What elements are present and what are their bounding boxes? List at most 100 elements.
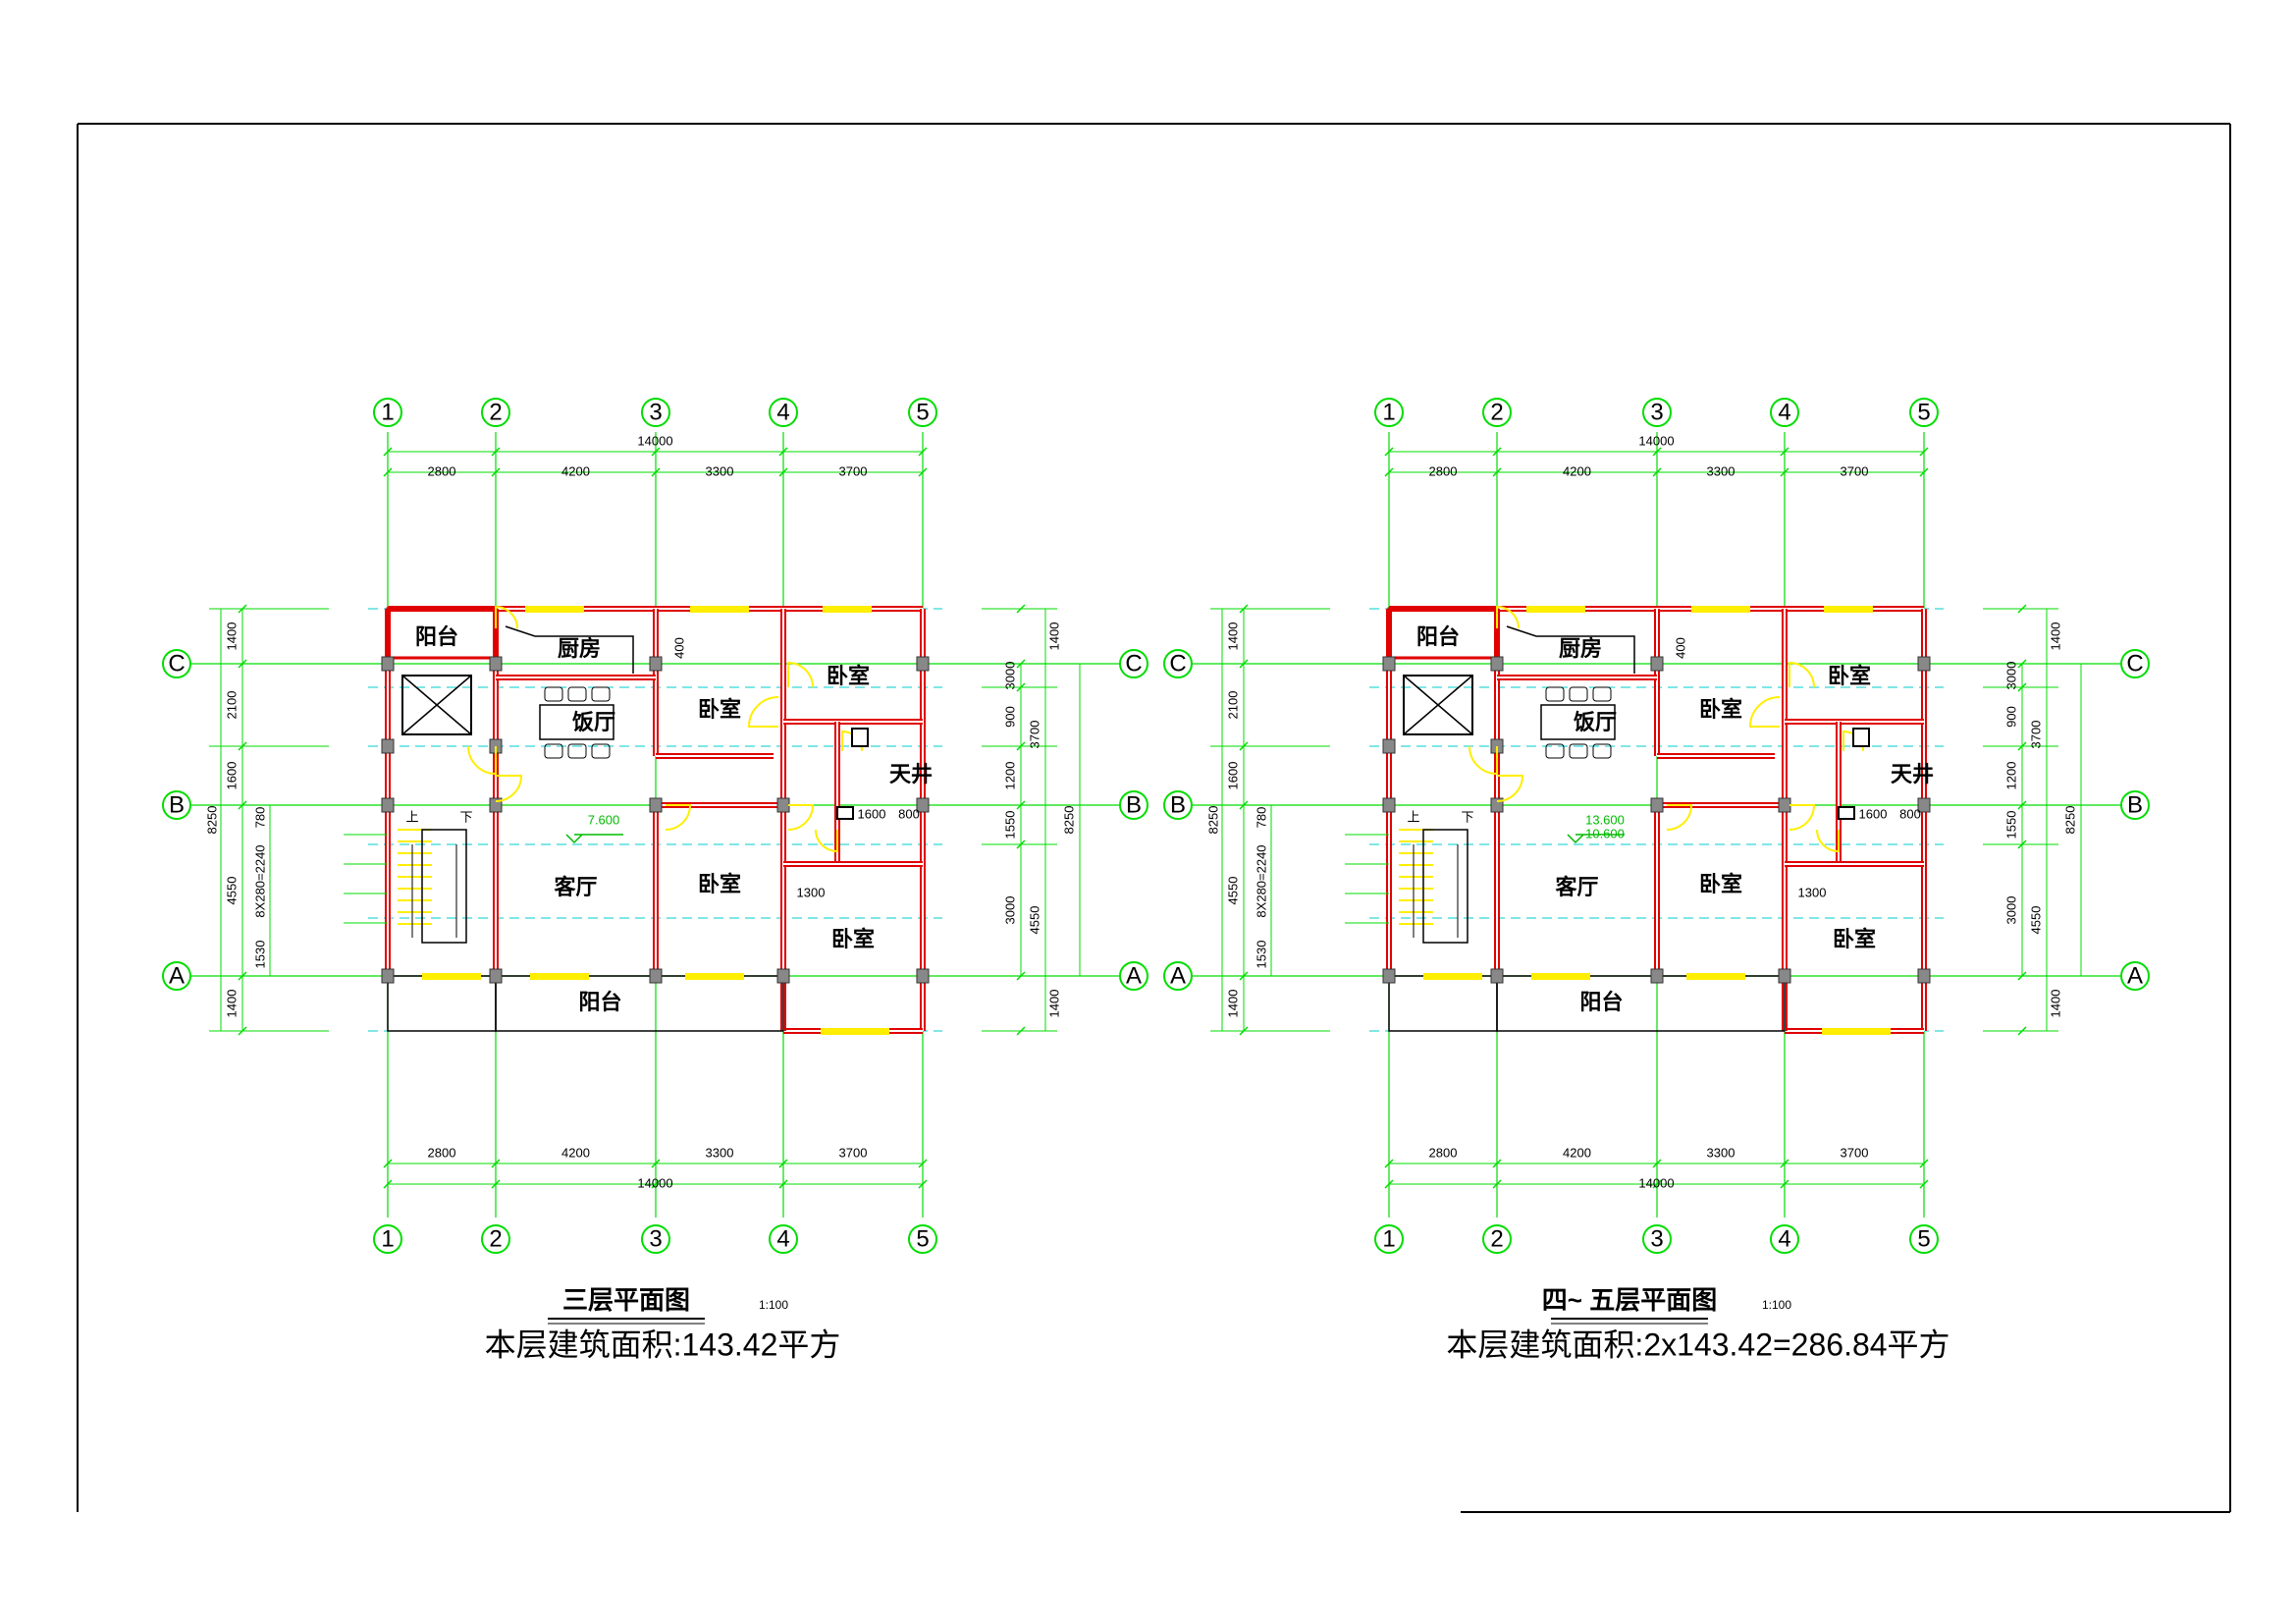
axis-bubble <box>1770 1224 1799 1254</box>
door-swing <box>787 661 814 688</box>
structural-column <box>649 797 663 813</box>
dim-left-segment: 2100 <box>1225 691 1240 720</box>
dimension-tick <box>1652 1159 1662 1168</box>
dining-chair <box>1569 743 1588 759</box>
dimension-tick <box>1492 1179 1502 1189</box>
dim-right-segment: 1550 <box>1002 811 1017 839</box>
dim-left-inner-segment: 780 <box>252 807 267 829</box>
room-bedroom: 卧室 <box>827 664 870 688</box>
dim-right-segment: 900 <box>2003 706 2018 728</box>
structural-column <box>1650 968 1664 984</box>
axis-label-x: 3 <box>649 399 662 425</box>
dim-bottom-total: 14000 <box>1638 1175 1674 1190</box>
dim-interior: 1600 <box>858 806 886 821</box>
dim-top-segment: 2800 <box>428 463 456 478</box>
dim-right-segment: 1400 <box>1046 623 1061 651</box>
plan-title: 四~ 五层平面图 <box>1542 1285 1717 1315</box>
axis-label-x: 3 <box>1650 1225 1663 1252</box>
elevation-value: 7.600 <box>588 812 620 827</box>
door-swing <box>815 829 838 853</box>
elevator-shaft <box>401 675 472 735</box>
dim-right-segment: 1200 <box>1002 762 1017 790</box>
window <box>1691 606 1750 613</box>
room-balcony-top: 阳台 <box>415 624 458 649</box>
dimension-tick <box>1652 467 1662 477</box>
dining-chair <box>1545 686 1565 702</box>
floor-area: 本层建筑面积:2x143.42=286.84平方 <box>1446 1326 1949 1362</box>
axis-bubble <box>641 1224 670 1254</box>
window <box>525 606 584 613</box>
axis-bubble <box>1119 790 1148 820</box>
structural-column <box>381 797 395 813</box>
room-balcony-top: 阳台 <box>1416 624 1460 649</box>
dimension-tick <box>1384 1179 1394 1189</box>
dim-left-segment: 4550 <box>224 877 239 905</box>
room-bedroom: 卧室 <box>831 927 875 951</box>
structural-column <box>1778 968 1791 984</box>
dim-right-mid: 3700 <box>1027 721 1041 749</box>
axis-label-y: B <box>1170 791 1186 818</box>
balcony-rail <box>495 975 784 1032</box>
axis-bubble <box>1163 649 1193 678</box>
dimension-tick <box>1919 467 1929 477</box>
dim-bottom-segment: 3300 <box>1707 1145 1735 1160</box>
dimension-tick <box>778 1179 788 1189</box>
dim-right-segment: 3000 <box>2003 662 2018 690</box>
dim-top-segment: 3300 <box>1707 463 1735 478</box>
dim-interior: 800 <box>1899 806 1921 821</box>
dim-right-segment: 3000 <box>2003 896 2018 925</box>
window <box>685 973 744 980</box>
room-bedroom: 卧室 <box>1828 664 1871 688</box>
axis-bubble <box>769 1224 798 1254</box>
door-swing <box>495 775 523 802</box>
room-balcony-bottom: 阳台 <box>578 990 621 1014</box>
dim-left-inner-segment: 8X280=2240 <box>252 844 267 917</box>
dimension-tick <box>1919 447 1929 457</box>
dimension-tick <box>383 467 393 477</box>
kitchen-counter <box>1506 625 1635 674</box>
stair-up-label: 上 <box>1407 809 1419 824</box>
dim-bottom-segment: 3700 <box>1841 1145 1869 1160</box>
floor-area: 本层建筑面积:143.42平方 <box>485 1326 841 1362</box>
dining-chair <box>567 743 587 759</box>
axis-bubble <box>162 790 191 820</box>
dim-top-segment: 3300 <box>706 463 734 478</box>
axis-label-x: 1 <box>381 1225 394 1252</box>
sheet-frame <box>77 123 2231 1513</box>
window <box>821 1028 889 1035</box>
axis-label-x: 2 <box>489 1225 502 1252</box>
structural-column <box>776 968 790 984</box>
elevator-shaft <box>1403 675 1473 735</box>
dim-right-segment: 1200 <box>2003 762 2018 790</box>
axis-bubble <box>769 398 798 427</box>
dim-right-mid: 3700 <box>2028 721 2043 749</box>
axis-label-y: C <box>1169 650 1186 677</box>
structural-column <box>1917 797 1931 813</box>
dimension-tick <box>491 1159 501 1168</box>
stair-down-label: 下 <box>1461 809 1473 824</box>
structural-column <box>1650 797 1664 813</box>
axis-bubble <box>373 1224 402 1254</box>
dimension-tick <box>1780 467 1789 477</box>
room-kitchen: 厨房 <box>1559 636 1602 661</box>
dim-left-outer: 8250 <box>204 806 219 835</box>
axis-label-x: 3 <box>1650 399 1663 425</box>
axis-bubble <box>162 961 191 991</box>
axis-bubble <box>641 398 670 427</box>
axis-bubble <box>1642 1224 1672 1254</box>
window <box>690 606 749 613</box>
dim-left-outer: 8250 <box>1205 806 1220 835</box>
structural-column <box>916 656 930 672</box>
dim-right-segment: 1400 <box>2048 990 2062 1018</box>
dim-bottom-segment: 3300 <box>706 1145 734 1160</box>
dim-top-segment: 4200 <box>1563 463 1591 478</box>
dim-bottom-segment: 3700 <box>839 1145 868 1160</box>
toilet-fixture <box>1852 728 1870 747</box>
structural-column <box>649 656 663 672</box>
dim-bottom-total: 14000 <box>637 1175 672 1190</box>
dim-top-segment: 2800 <box>1429 463 1458 478</box>
dim-left-segment: 1600 <box>1225 762 1240 790</box>
axis-label-x: 2 <box>489 399 502 425</box>
dimension-tick <box>1652 447 1662 457</box>
door-swing <box>467 745 497 776</box>
